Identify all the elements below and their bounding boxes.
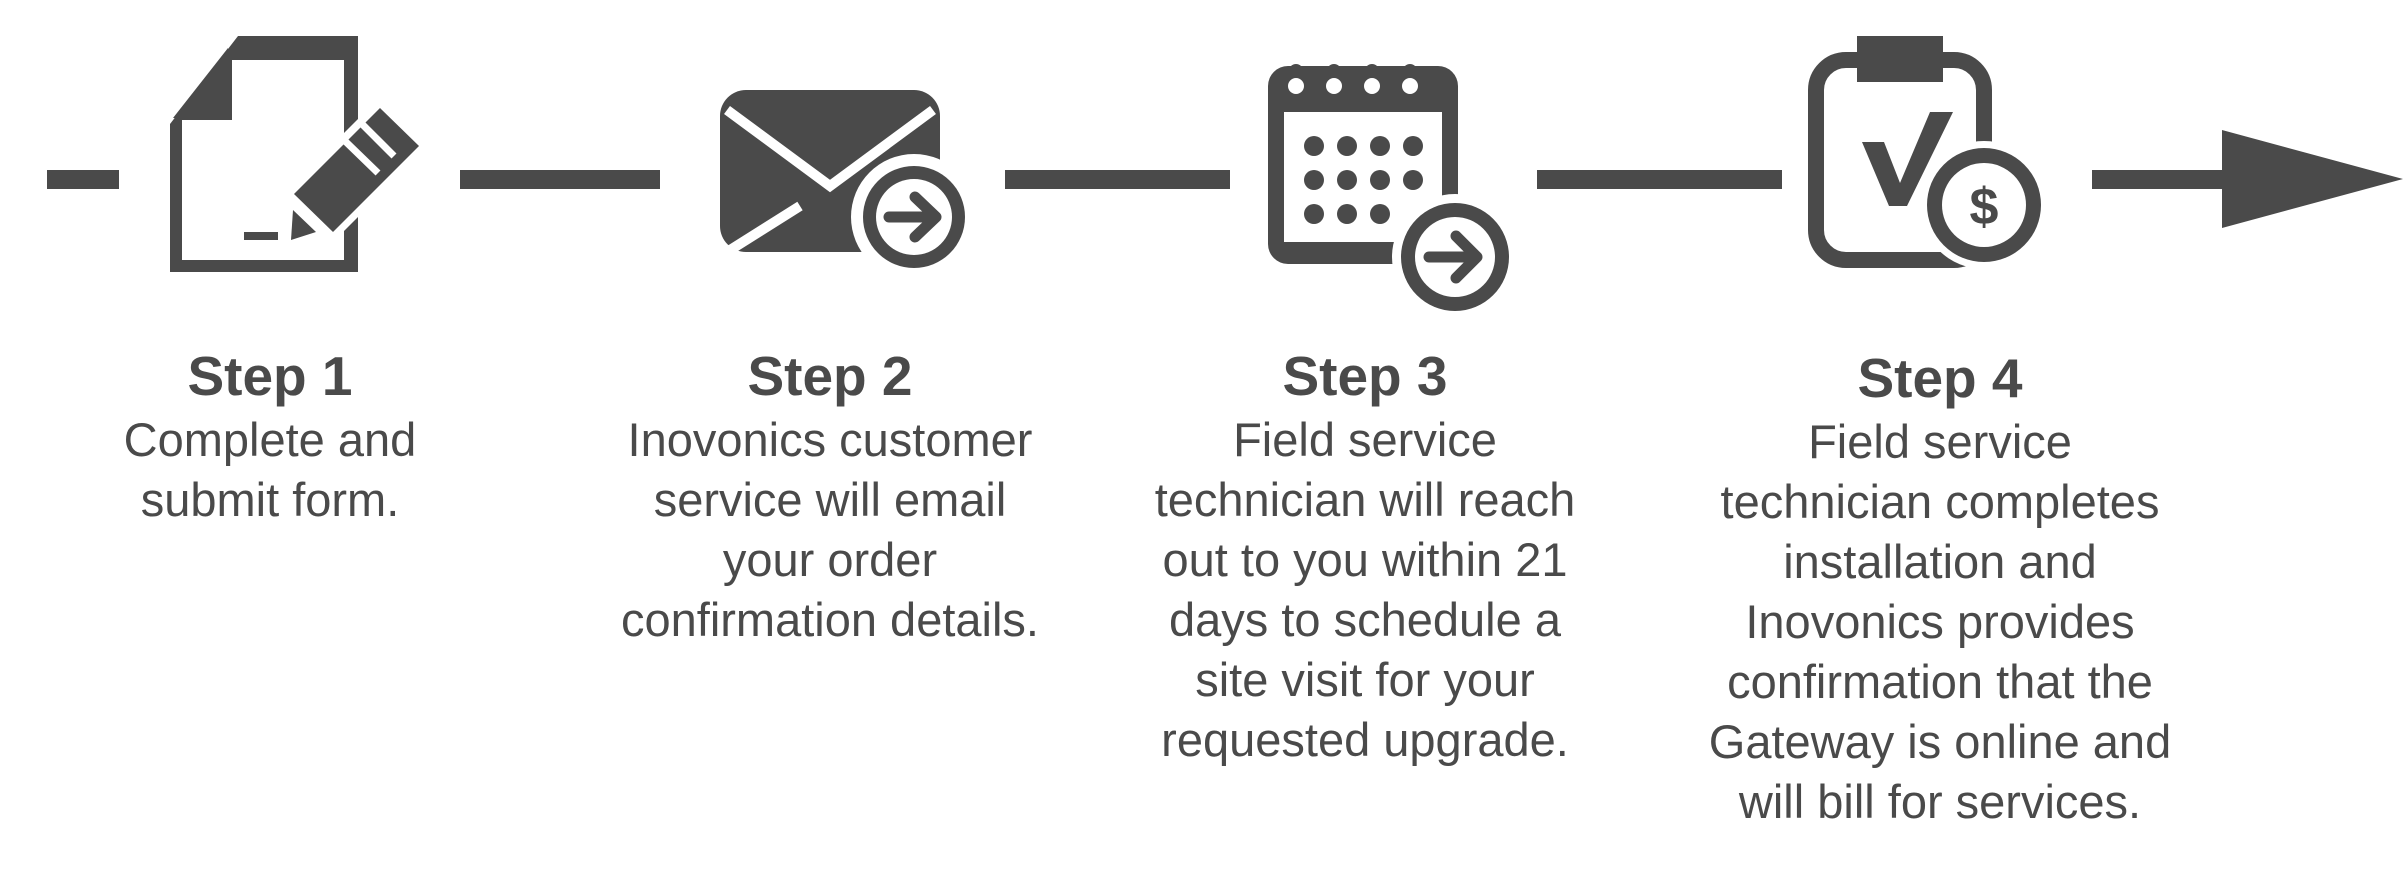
envelope-arrow-icon	[720, 90, 977, 280]
clipboard-check-dollar-icon: $	[1808, 36, 2048, 269]
step-2-description: Inovonics customer service will email yo…	[621, 413, 1039, 646]
timeline-connectors	[47, 170, 2227, 189]
step-3-description: Field service technician will reach out …	[1154, 413, 1576, 766]
form-pencil-icon	[170, 36, 425, 272]
step-3-title: Step 3	[1282, 345, 1448, 407]
step-2: Step 2 Inovonics customer service will e…	[580, 346, 1080, 650]
step-2-title: Step 2	[747, 345, 913, 407]
step-4-title: Step 4	[1857, 347, 2023, 409]
connector-segment-1-2	[460, 170, 660, 189]
step-4-description: Field service technician completes insta…	[1708, 415, 2172, 828]
step-1: Step 1 Complete and submit form.	[70, 346, 470, 530]
connector-segment-2-3	[1005, 170, 1230, 189]
step-3: Step 3 Field service technician will rea…	[1120, 346, 1610, 770]
connector-segment-end	[2092, 170, 2227, 189]
calendar-arrow-icon	[1268, 64, 1518, 320]
step-1-description: Complete and submit form.	[123, 413, 417, 526]
svg-text:$: $	[1970, 178, 1999, 236]
connector-segment-3-4	[1537, 170, 1782, 189]
connector-segment-start	[47, 170, 119, 189]
step-4: Step 4 Field service technician complete…	[1680, 348, 2200, 832]
step-1-title: Step 1	[187, 345, 353, 407]
timeline-arrow-head-icon	[2222, 130, 2403, 228]
